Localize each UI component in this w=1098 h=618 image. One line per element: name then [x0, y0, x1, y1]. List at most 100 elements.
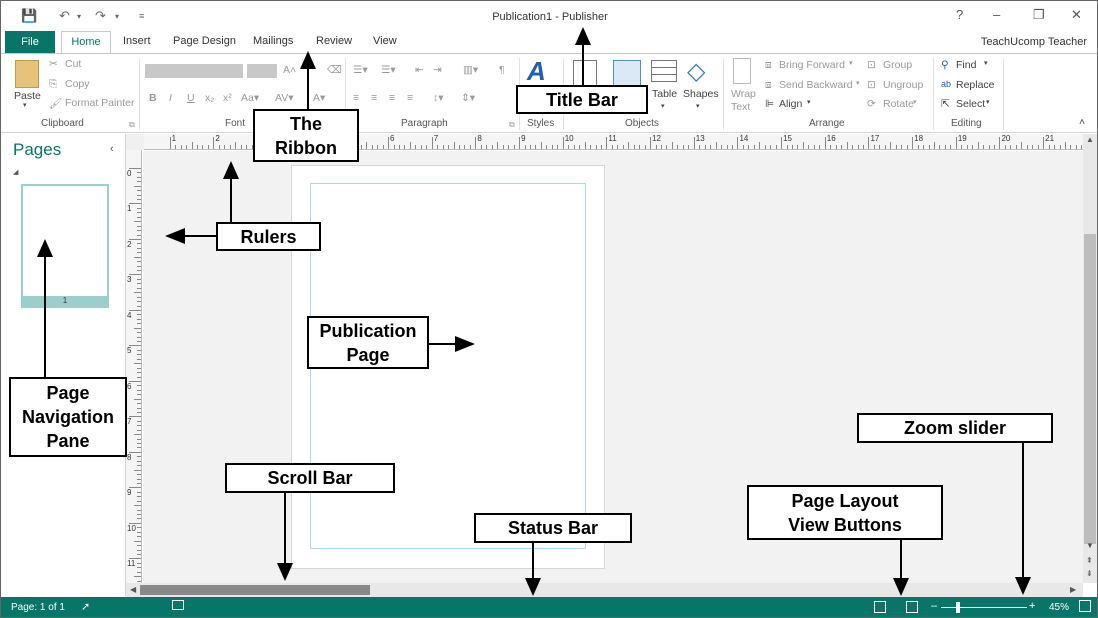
page-number-status[interactable]: Page: 1 of 1: [11, 602, 65, 613]
tab-page-design[interactable]: Page Design: [173, 35, 236, 47]
zoom-slider-track[interactable]: [941, 607, 1027, 608]
increase-indent-icon[interactable]: ⇥: [433, 64, 442, 76]
picture-icon[interactable]: [613, 60, 641, 86]
scroll-left-icon[interactable]: ◀: [130, 585, 137, 594]
tab-insert[interactable]: Insert: [123, 35, 151, 47]
tab-view[interactable]: View: [373, 35, 397, 47]
font-name-box[interactable]: [145, 64, 243, 78]
undo-icon[interactable]: ↶: [59, 8, 70, 23]
bring-forward-dropdown-icon[interactable]: ▾: [849, 60, 853, 67]
table-icon[interactable]: [651, 60, 677, 82]
next-page-icon[interactable]: ⇟: [1086, 569, 1093, 578]
horizontal-ruler[interactable]: 123456789101112131415161718192021: [144, 134, 1083, 150]
columns-icon[interactable]: ▥▾: [463, 64, 479, 76]
superscript-icon[interactable]: x²: [223, 92, 232, 104]
save-icon[interactable]: 💾: [21, 8, 38, 23]
user-name[interactable]: TeachUcomp Teacher: [980, 36, 1087, 48]
find-dropdown-icon[interactable]: ▾: [984, 60, 988, 67]
paragraph-spacing-icon[interactable]: ⇕▾: [461, 92, 476, 104]
zoom-in-icon[interactable]: +: [1029, 600, 1036, 612]
vertical-scroll-bar[interactable]: ▲ ▼ ⇞ ⇟: [1083, 134, 1097, 583]
group-button[interactable]: Group: [883, 59, 913, 71]
clear-format-icon[interactable]: ⌫: [327, 64, 342, 76]
paste-button[interactable]: Paste: [14, 90, 41, 102]
underline-icon[interactable]: U: [187, 92, 195, 104]
subscript-icon[interactable]: x₂: [205, 92, 215, 104]
wrap-text-label[interactable]: Text: [731, 101, 751, 113]
fit-to-window-icon[interactable]: [1079, 600, 1091, 612]
help-button[interactable]: ?: [956, 7, 964, 22]
format-painter-button[interactable]: Format Painter: [65, 97, 135, 109]
paste-dropdown-icon[interactable]: ▾: [23, 102, 27, 109]
cut-button[interactable]: Cut: [65, 58, 82, 70]
table-dropdown-icon[interactable]: ▾: [661, 103, 665, 110]
close-button[interactable]: ✕: [1071, 7, 1082, 22]
copy-button[interactable]: Copy: [65, 78, 90, 90]
zoom-out-icon[interactable]: –: [931, 600, 938, 612]
find-button[interactable]: Find: [956, 59, 977, 71]
rotate-dropdown-icon[interactable]: ▾: [913, 99, 917, 106]
font-size-box[interactable]: [247, 64, 277, 78]
restore-button[interactable]: ❐: [1033, 7, 1045, 22]
redo-icon[interactable]: ↷: [95, 8, 106, 23]
wrap-text-icon[interactable]: [733, 58, 751, 84]
single-page-view-button[interactable]: [874, 601, 886, 613]
align-right-icon[interactable]: ≡: [389, 92, 396, 104]
styles-icon[interactable]: A: [527, 56, 546, 86]
bring-forward-button[interactable]: Bring Forward: [779, 59, 845, 71]
line-spacing-icon[interactable]: ↕▾: [433, 92, 444, 104]
paste-icon[interactable]: [15, 60, 39, 88]
vertical-scroll-thumb[interactable]: [1084, 234, 1096, 544]
wrap-text-button[interactable]: Wrap: [731, 88, 756, 100]
zoom-level[interactable]: 45%: [1049, 602, 1070, 613]
redo-dropdown-icon[interactable]: ▾: [115, 12, 120, 21]
scroll-up-icon[interactable]: ▲: [1086, 135, 1094, 144]
tab-mailings[interactable]: Mailings: [253, 35, 294, 47]
zoom-slider-thumb[interactable]: [956, 602, 960, 613]
text-box-icon[interactable]: [573, 60, 597, 86]
table-button[interactable]: Table: [652, 88, 678, 100]
send-backward-button[interactable]: Send Backward: [779, 79, 853, 91]
undo-dropdown-icon[interactable]: ▾: [77, 12, 82, 21]
grow-font-icon[interactable]: A˄: [283, 64, 297, 76]
select-dropdown-icon[interactable]: ▾: [986, 99, 990, 106]
justify-icon[interactable]: ≡: [407, 92, 414, 104]
two-page-spread-view-button[interactable]: [906, 601, 918, 613]
change-case-icon[interactable]: Aa▾: [241, 92, 260, 104]
bold-icon[interactable]: B: [149, 92, 157, 104]
italic-icon[interactable]: I: [169, 92, 172, 104]
rotate-button[interactable]: Rotate: [883, 98, 914, 110]
collapse-pane-icon[interactable]: ‹: [110, 143, 114, 155]
bullets-icon[interactable]: ☰▾: [353, 64, 368, 76]
tab-home[interactable]: Home: [61, 31, 111, 54]
align-button[interactable]: Align: [779, 98, 803, 110]
tab-file[interactable]: File: [5, 31, 55, 53]
horizontal-scroll-thumb[interactable]: [140, 585, 370, 595]
horizontal-scroll-bar[interactable]: ◀ ▶: [126, 583, 1083, 597]
show-formatting-icon[interactable]: ¶: [499, 64, 505, 76]
align-left-icon[interactable]: ≡: [353, 92, 360, 104]
ungroup-button[interactable]: Ungroup: [883, 79, 924, 91]
numbering-icon[interactable]: ☰▾: [381, 64, 396, 76]
select-button[interactable]: Select: [956, 98, 986, 110]
character-spacing-icon[interactable]: AV▾: [275, 92, 294, 104]
minimize-button[interactable]: –: [993, 7, 1001, 22]
align-center-icon[interactable]: ≡: [371, 92, 378, 104]
scroll-right-icon[interactable]: ▶: [1070, 585, 1077, 594]
shapes-icon[interactable]: ◇: [687, 58, 706, 85]
paragraph-launcher-icon[interactable]: ⧉: [509, 120, 515, 129]
expand-section-icon[interactable]: ◢: [13, 169, 19, 176]
page-thumbnail[interactable]: 1: [21, 184, 109, 308]
previous-page-icon[interactable]: ⇞: [1086, 556, 1093, 565]
scroll-down-icon[interactable]: ▼: [1086, 541, 1094, 550]
decrease-indent-icon[interactable]: ⇤: [415, 64, 424, 76]
replace-button[interactable]: Replace: [956, 79, 995, 91]
customize-qat-icon[interactable]: ≡: [139, 11, 145, 21]
align-dropdown-icon[interactable]: ▾: [807, 99, 811, 106]
collapse-ribbon-icon[interactable]: ˄: [1079, 116, 1086, 128]
tab-review[interactable]: Review: [316, 35, 353, 47]
shapes-button[interactable]: Shapes: [683, 88, 719, 100]
send-backward-dropdown-icon[interactable]: ▾: [856, 80, 860, 87]
shapes-dropdown-icon[interactable]: ▾: [696, 103, 700, 110]
